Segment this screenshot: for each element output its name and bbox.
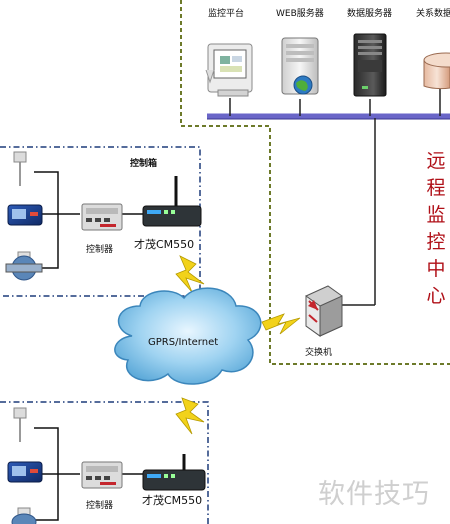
probe-sensor-icon-2 bbox=[13, 407, 27, 442]
web-server-icon bbox=[281, 37, 319, 95]
controller-label: 控制器 bbox=[86, 245, 114, 255]
database-icon bbox=[423, 52, 450, 90]
controller-icon-2 bbox=[81, 461, 123, 489]
web-server-label: WEB服务器 bbox=[276, 9, 324, 19]
flowmeter-sensor-icon bbox=[5, 251, 43, 281]
database-label: 关系数据 bbox=[416, 9, 450, 19]
controller-icon bbox=[81, 203, 123, 231]
monitor-computer-icon bbox=[205, 43, 253, 97]
flowmeter-sensor-icon-2 bbox=[11, 507, 37, 524]
watermark-text: 软件技巧 bbox=[318, 479, 430, 510]
cloud-label: GPRS/Internet bbox=[148, 337, 219, 348]
wireless-signal-icon bbox=[175, 255, 301, 435]
remote-monitoring-center-title: 远 程 监 控 中 心 bbox=[424, 148, 448, 310]
data-server-icon bbox=[353, 33, 387, 97]
vertical-title-char: 远 bbox=[426, 150, 446, 172]
switch-label: 交换机 bbox=[305, 348, 333, 358]
router-cm550-icon bbox=[142, 176, 202, 227]
control-box-2-border bbox=[0, 401, 209, 524]
transmitter-sensor-icon-2 bbox=[7, 461, 43, 483]
remote-center-border bbox=[180, 0, 450, 365]
internet-cloud-icon bbox=[114, 287, 262, 385]
controller-label-2: 控制器 bbox=[86, 501, 114, 511]
monitor-platform-label: 监控平台 bbox=[208, 9, 245, 19]
box2-wiring bbox=[26, 427, 143, 521]
network-bus bbox=[207, 113, 450, 120]
cm550-label-2: 才茂CM550 bbox=[142, 494, 203, 507]
cm550-label: 才茂CM550 bbox=[134, 238, 195, 251]
data-server-label: 数据服务器 bbox=[347, 9, 393, 19]
transmitter-sensor-icon bbox=[7, 204, 43, 226]
switch-icon bbox=[305, 118, 376, 337]
control-box-title: 控制箱 bbox=[130, 159, 158, 169]
vertical-title-char: 心 bbox=[426, 285, 446, 307]
vertical-title-char: 控 bbox=[426, 231, 446, 253]
server-connectors bbox=[229, 88, 441, 116]
vertical-title-char: 程 bbox=[426, 177, 446, 199]
probe-sensor-icon bbox=[13, 151, 27, 186]
vertical-title-char: 监 bbox=[426, 204, 446, 226]
vertical-title-char: 中 bbox=[426, 258, 446, 280]
router-cm550-icon-2 bbox=[142, 454, 206, 491]
